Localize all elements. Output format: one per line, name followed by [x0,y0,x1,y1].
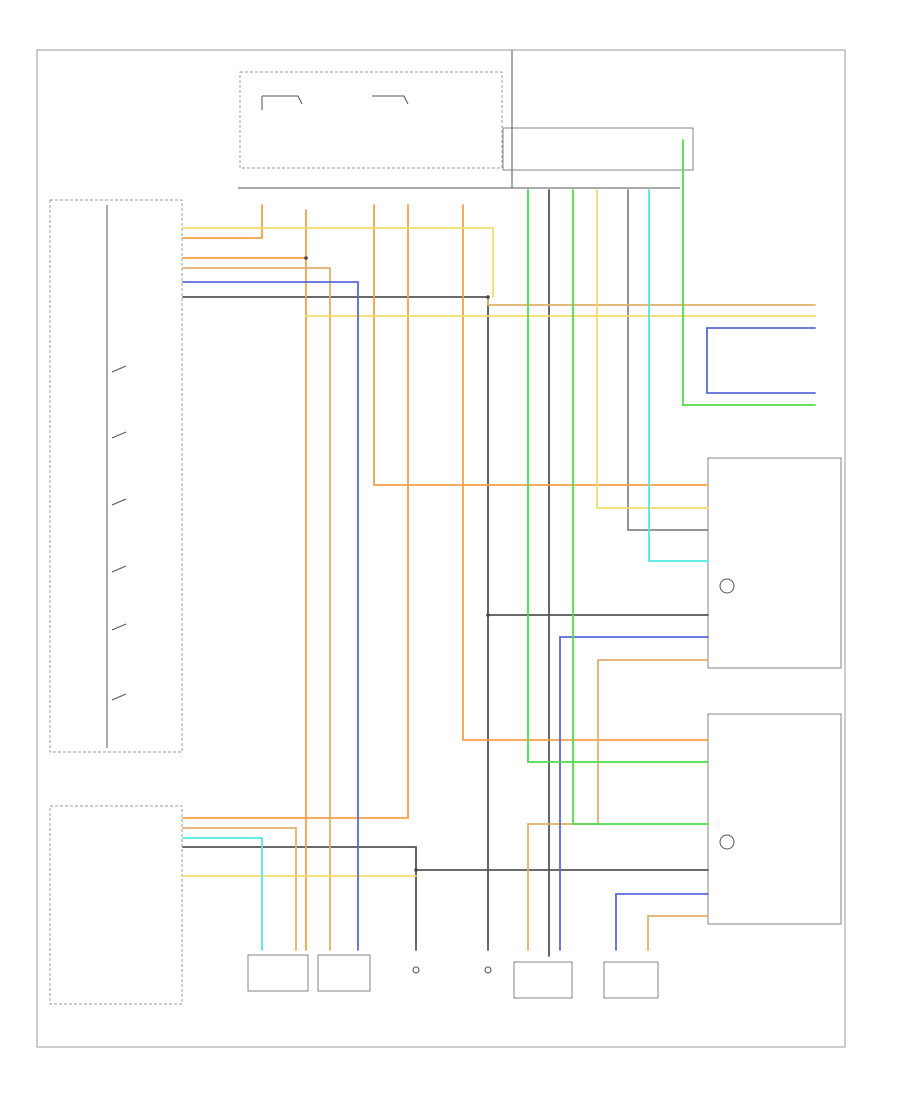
motor-1-box [247,954,309,992]
left-rear-motor-symbol [719,578,735,594]
wire-orange-2 [182,209,307,259]
splice-4 [486,295,490,299]
wire-black-6 [627,189,709,531]
wire-yellow-1 [182,227,494,298]
wire-tan-5 [647,915,709,951]
motor-2-box [317,954,371,992]
wire-tan-1 [182,267,331,951]
wire-tan-4 [527,659,709,951]
left-module-box [49,199,183,753]
wire-orange-1 [182,204,263,239]
splice-1 [486,613,490,617]
motor-5-box [513,961,573,999]
wire-tan-2 [182,827,297,951]
wire-cyan-1 [648,189,709,562]
wire-green-3 [572,189,709,825]
top-switch-contacts [261,95,409,110]
wire-green-1 [682,139,816,406]
left-rear-switch-box [707,457,842,669]
wire-black-1 [182,296,489,951]
wire-orange-3 [182,204,409,819]
wire-cyan-2 [182,837,263,951]
top-switch-box [239,71,503,169]
top-connector [502,127,694,171]
motor-6-box [603,961,659,999]
left-module-switches [111,365,127,701]
wire-yellow-4 [596,189,709,509]
motor-3-lamp [412,966,420,974]
splice-2 [414,868,418,872]
motor-4-lamp [484,966,492,974]
wire-orange-5 [462,204,709,741]
bottom-module-box [49,805,183,1005]
wire-tan-3 [487,296,816,306]
wire-orange-4 [373,204,709,486]
splice-3 [304,256,308,260]
wire-blue-2 [559,636,709,951]
wire-green-2 [527,189,709,763]
right-rear-motor-symbol [719,834,735,850]
wire-blue-4 [615,893,709,951]
wire-blue-1 [182,281,359,951]
wire-black-2 [182,846,417,951]
right-rear-switch-box [707,713,842,925]
diagram-frame [36,49,846,1048]
wire-blue-3 [706,327,816,394]
